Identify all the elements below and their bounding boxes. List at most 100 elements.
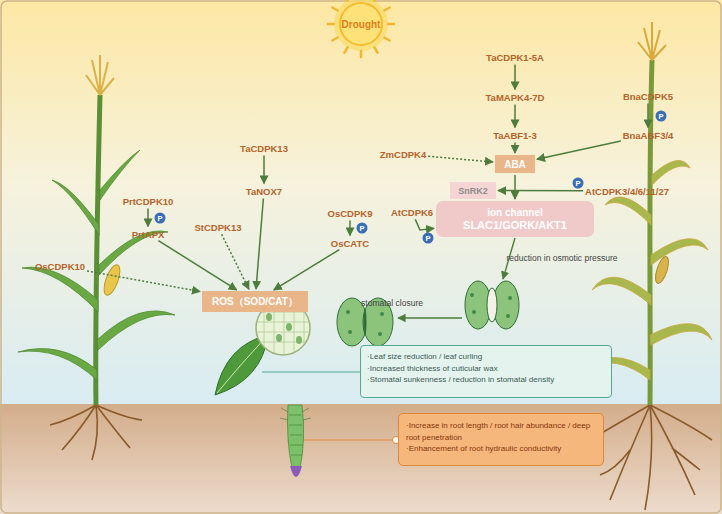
gene-label: TaCDPK1-5A [486, 52, 544, 63]
chloroplasts [348, 295, 510, 334]
sun-rays [328, 0, 394, 57]
stoma-dot [296, 336, 302, 344]
phospho-badge: P [155, 213, 166, 224]
gene-name: StCDPK13 [195, 222, 242, 233]
gene-label: TaNOX7 [246, 186, 282, 197]
sky-background [0, 0, 722, 406]
gene-label: StCDPK13 [195, 222, 242, 233]
gene-name: TaCDPK13 [240, 143, 288, 154]
gene-name: OsCATC [331, 238, 369, 249]
plant-leaves [18, 150, 175, 380]
gene-label: BnaABF3/4 [623, 130, 674, 141]
plant-roots [50, 405, 142, 460]
leaf-trait-box: ·Leaf size reduction / leaf curling·Incr… [360, 345, 612, 398]
hormone-name: ABA [504, 159, 526, 170]
phospho-badge: P [423, 233, 434, 244]
gene-name: PrtCDPK10 [123, 196, 174, 207]
process-arrow [398, 317, 462, 318]
gene-name: OsCDPK10 [35, 261, 85, 272]
trait-bullet: ·Stomatal sunkenness / reduction in stom… [367, 374, 605, 386]
corn-tassel [638, 22, 666, 60]
sun-glow [334, 0, 388, 51]
phospho-badge: P [573, 178, 584, 189]
dashed-arrow [87, 271, 200, 292]
gene-name: TaNOX7 [246, 186, 282, 197]
trait-bullet: ·Enhancement of root hydraulic conductiv… [406, 443, 596, 455]
pathway-arrow [349, 221, 351, 236]
stomatal-pore [364, 308, 367, 336]
root-trait-box: ·Increase in root length / root hair abu… [398, 413, 604, 466]
drought-sun: Drought [338, 1, 384, 47]
plant-roots [590, 405, 712, 510]
gene-label: OsCATC [331, 238, 369, 249]
stoma-dot [276, 334, 282, 342]
gene-label: TaABF1-3 [493, 130, 537, 141]
kinase-name: SnRK2 [458, 186, 488, 196]
gene-name: ZmCDPK4 [380, 149, 426, 160]
pathway-arrow [498, 190, 583, 192]
ion-channel-box: ion channelSLAC1/GORK/AKT1 [436, 201, 594, 237]
gene-label: PrtCDPK10 [123, 196, 174, 207]
dashed-arrow [428, 156, 493, 162]
pathway-arrow [147, 209, 149, 227]
gene-label: OsCDPK9 [328, 208, 373, 219]
corn-ear [101, 263, 123, 297]
gene-label: OsCDPK10 [35, 261, 85, 272]
phospho-badge: P [656, 111, 667, 122]
stoma-dot [286, 323, 292, 331]
pathway-arrow [514, 65, 516, 90]
pathway-arrow [158, 241, 236, 290]
pathway-arrow [647, 104, 649, 128]
leader-line [262, 372, 364, 373]
gene-name: BnaCDPK5 [623, 91, 673, 102]
pathway-arrow [514, 175, 516, 199]
gene-label: ZmCDPK4 [380, 149, 426, 160]
pathway-arrow [274, 250, 340, 290]
gene-name: TaMAPK4-7D [486, 92, 545, 103]
plant-stalk [650, 60, 652, 405]
gene-name: PrtAPX [132, 229, 165, 240]
pathway-arrow [256, 198, 263, 289]
gene-name: AtCDPK6 [391, 207, 433, 218]
gene-label: PrtAPX [132, 229, 165, 240]
gene-label: TaMAPK4-7D [486, 92, 545, 103]
gene-name: TaCDPK1-5A [486, 52, 544, 63]
leaf-illustration [215, 335, 268, 395]
pathway-arrow [514, 143, 516, 154]
stoma-dot [266, 313, 272, 321]
channel-text: ion channel [487, 206, 543, 219]
leader-line [304, 440, 393, 441]
dashed-arrow [222, 234, 249, 289]
ros-box: ROS（SOD/CAT） [202, 291, 308, 312]
gene-name: AtCDPK3/4/6/11/27 [585, 186, 669, 197]
kinase-box: SnRK2 [450, 182, 496, 199]
gene-label: AtCDPK3/4/6/11/27 [585, 186, 669, 197]
gene-label: AtCDPK6 [391, 207, 433, 218]
root-illustration [288, 405, 304, 468]
phospho-badge: P [357, 223, 368, 234]
stomatal-pore [487, 288, 497, 322]
sun-disc [340, 3, 382, 45]
gene-label: TaCDPK13 [240, 143, 288, 154]
corn-ear [653, 255, 671, 285]
gene-name: TaABF1-3 [493, 130, 537, 141]
gene-label: BnaCDPK5 [623, 91, 673, 102]
root-cells [280, 408, 311, 455]
pathway-arrow [415, 219, 434, 230]
trait-bullet: ·Leaf size reduction / leaf curling [367, 351, 605, 363]
pathway-arrow [514, 105, 516, 128]
channel-text: SLAC1/GORK/AKT1 [463, 219, 567, 232]
ros-name: ROS（SOD/CAT） [212, 295, 298, 309]
soil-background [0, 404, 722, 514]
corn-tassel [86, 55, 114, 95]
gene-name: BnaABF3/4 [623, 130, 674, 141]
trait-bullet: ·Increase in root length / root hair abu… [406, 420, 596, 443]
pathway-arrow [263, 156, 265, 184]
leaf-midrib [217, 337, 266, 393]
plant-stalk [96, 95, 100, 405]
pathway-arrow [537, 141, 621, 159]
gene-name: OsCDPK9 [328, 208, 373, 219]
